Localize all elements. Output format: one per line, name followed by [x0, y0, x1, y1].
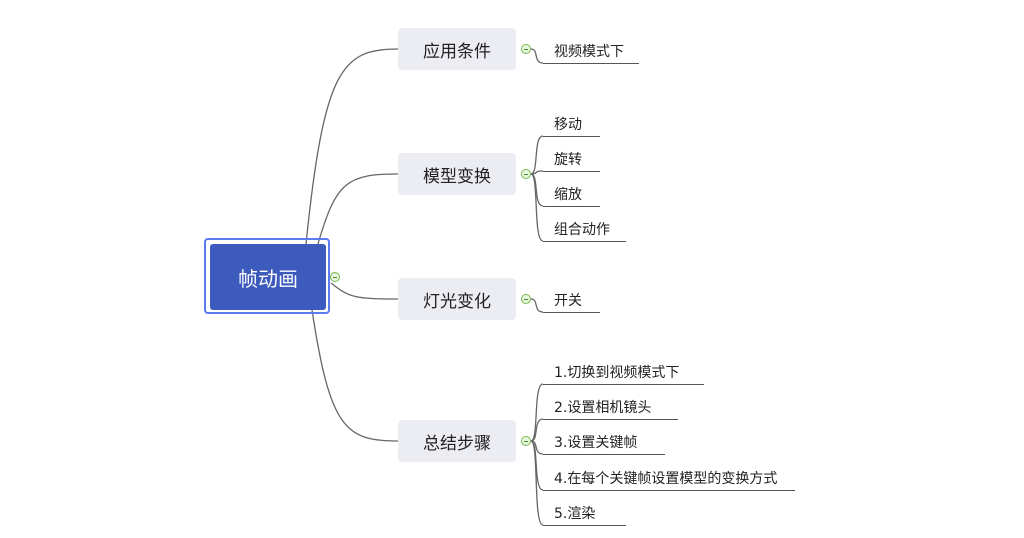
- leaf-connector: [530, 298, 544, 313]
- branch-node-label: 应用条件: [423, 41, 491, 62]
- leaf-node-label[interactable]: 3.设置关键帧: [554, 435, 638, 451]
- leaf-underline: [543, 490, 795, 492]
- leaf-node-label[interactable]: 视频模式下: [554, 44, 624, 60]
- leaf-node-label[interactable]: 2.设置相机镜头: [554, 400, 652, 416]
- root-branch-connector: [305, 48, 399, 245]
- root-branch-connector: [330, 282, 399, 300]
- leaf-node-label[interactable]: 1.切换到视频模式下: [554, 365, 680, 381]
- leaf-connector: [530, 440, 544, 526]
- branch-node-label: 灯光变化: [423, 291, 491, 312]
- leaf-node-label[interactable]: 开关: [554, 293, 582, 309]
- leaf-connector: [530, 383, 544, 442]
- leaf-underline: [543, 241, 626, 243]
- branch-node[interactable]: 灯光变化: [398, 278, 516, 320]
- leaf-underline: [543, 63, 639, 65]
- branch-collapse-icon[interactable]: [521, 294, 531, 304]
- branch-node-label: 总结步骤: [423, 433, 491, 454]
- leaf-node-label[interactable]: 移动: [554, 117, 582, 133]
- root-branch-connector: [311, 309, 399, 442]
- leaf-underline: [543, 384, 704, 386]
- leaf-underline: [543, 525, 626, 527]
- leaf-node-label[interactable]: 缩放: [554, 187, 582, 203]
- leaf-underline: [543, 206, 600, 208]
- leaf-underline: [543, 312, 600, 314]
- leaf-connector: [530, 173, 544, 207]
- leaf-node-label[interactable]: 5.渲染: [554, 506, 596, 522]
- leaf-underline: [543, 136, 600, 138]
- branch-node[interactable]: 总结步骤: [398, 420, 516, 462]
- leaf-node-label[interactable]: 4.在每个关键帧设置模型的变换方式: [554, 471, 778, 487]
- leaf-node-label[interactable]: 旋转: [554, 152, 582, 168]
- root-node-label: 帧动画: [238, 266, 298, 291]
- leaf-node-label[interactable]: 组合动作: [554, 222, 610, 238]
- branch-node[interactable]: 模型变换: [398, 153, 516, 195]
- branch-collapse-icon[interactable]: [521, 169, 531, 179]
- leaf-underline: [543, 419, 678, 421]
- leaf-connector: [530, 48, 544, 64]
- root-node[interactable]: 帧动画: [210, 244, 326, 310]
- root-node-selection-frame[interactable]: [204, 238, 330, 314]
- root-collapse-icon[interactable]: [330, 272, 340, 282]
- leaf-underline: [543, 171, 600, 173]
- leaf-connector: [530, 135, 544, 175]
- root-branch-connector: [317, 173, 399, 245]
- leaf-underline: [543, 454, 665, 456]
- leaf-connector: [530, 418, 544, 442]
- branch-node[interactable]: 应用条件: [398, 28, 516, 70]
- branch-node-label: 模型变换: [423, 166, 491, 187]
- leaf-connector: [530, 173, 544, 242]
- branch-collapse-icon[interactable]: [521, 436, 531, 446]
- branch-collapse-icon[interactable]: [521, 44, 531, 54]
